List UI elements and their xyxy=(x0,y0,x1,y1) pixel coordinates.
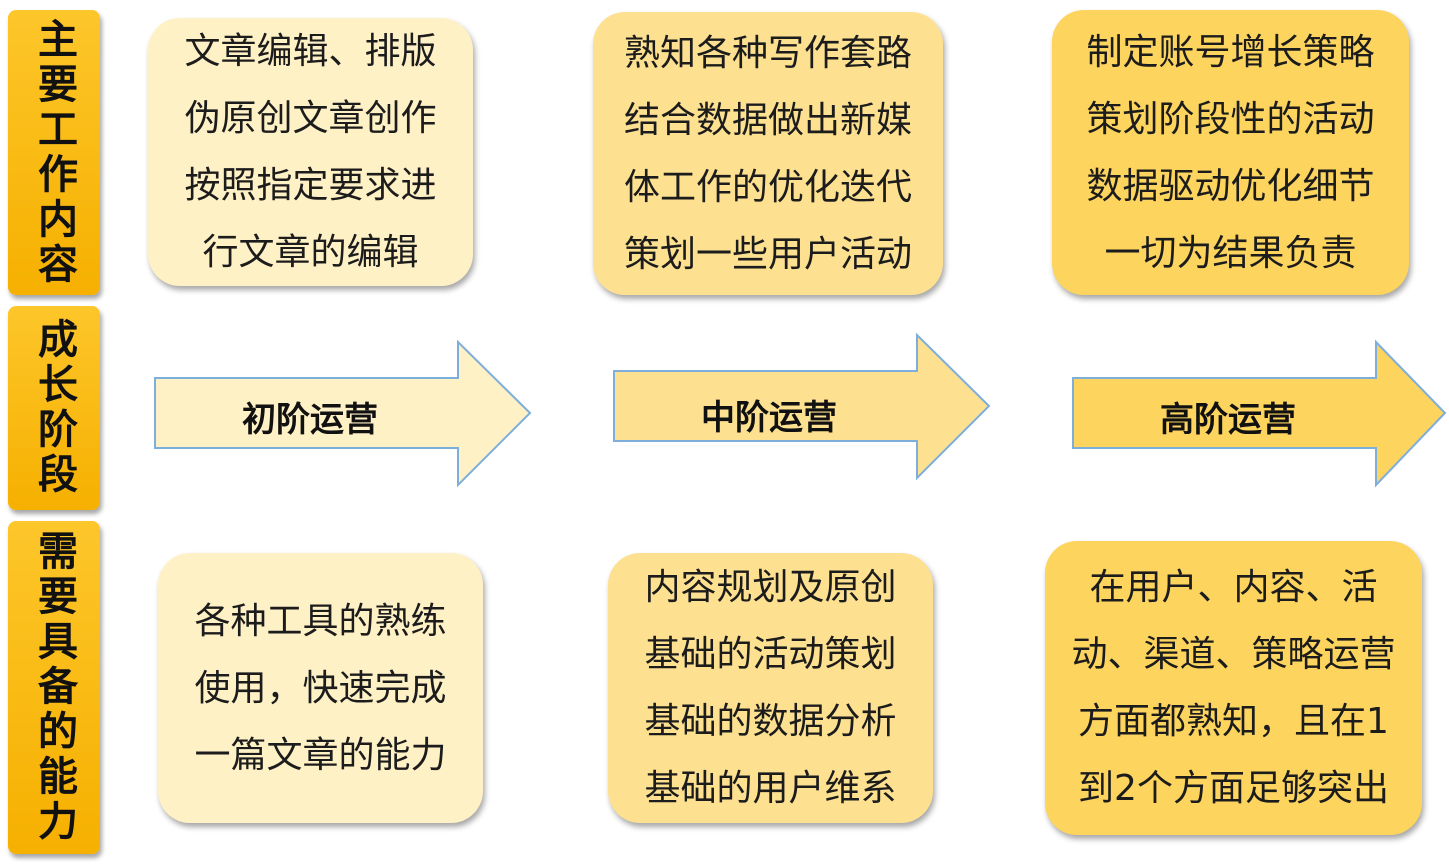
ability-line: 基础的用户维系 xyxy=(644,768,897,809)
work-line: 策划一些用户活动 xyxy=(623,233,912,275)
ability-line: 动、渠道、策略运营 xyxy=(1071,634,1396,675)
stage-arrow-junior xyxy=(154,339,532,488)
work-line: 数据驱动优化细节 xyxy=(1086,165,1375,207)
work-box-junior: 文章编辑、排版 伪原创文章创作 按照指定要求进 行文章的编辑 xyxy=(148,18,473,286)
row-label-growth-stage: 成长阶段 xyxy=(8,306,100,510)
work-box-intermediate: 熟知各种写作套路 结合数据做出新媒 体工作的优化迭代 策划一些用户活动 xyxy=(593,12,943,295)
row-label-main-work-text: 主要工作内容 xyxy=(31,17,77,288)
work-line: 行文章的编辑 xyxy=(202,232,419,273)
ability-line: 使用，快速完成 xyxy=(194,667,447,709)
row-label-growth-stage-text: 成长阶段 xyxy=(31,318,77,498)
work-line: 体工作的优化迭代 xyxy=(623,166,912,208)
ability-box-senior: 在用户、内容、活 动、渠道、策略运营 方面都熟知，且在1 到2个方面足够突出 xyxy=(1045,541,1422,835)
ability-line: 基础的活动策划 xyxy=(644,634,897,675)
stage-label-junior: 初阶运营 xyxy=(242,400,378,440)
work-line: 一切为结果负责 xyxy=(1104,232,1357,274)
ability-line: 在用户、内容、活 xyxy=(1089,567,1378,608)
ability-line: 各种工具的熟练 xyxy=(194,600,447,642)
ability-line: 一篇文章的能力 xyxy=(194,734,447,776)
stage-label-senior: 高阶运营 xyxy=(1160,400,1296,440)
work-line: 结合数据做出新媒 xyxy=(623,99,912,141)
ability-line: 基础的数据分析 xyxy=(644,701,897,742)
ability-box-intermediate: 内容规划及原创 基础的活动策划 基础的数据分析 基础的用户维系 xyxy=(608,553,933,823)
work-line: 伪原创文章创作 xyxy=(184,98,437,139)
ability-box-junior: 各种工具的熟练 使用，快速完成 一篇文章的能力 xyxy=(158,553,483,823)
row-label-abilities-text: 需要具备的能力 xyxy=(31,530,77,845)
work-box-senior: 制定账号增长策略 策划阶段性的活动 数据驱动优化细节 一切为结果负责 xyxy=(1052,10,1409,295)
work-line: 熟知各种写作套路 xyxy=(623,32,912,74)
work-line: 策划阶段性的活动 xyxy=(1086,98,1375,140)
stage-arrow-intermediate xyxy=(613,332,991,481)
work-line: 制定账号增长策略 xyxy=(1086,31,1375,73)
work-line: 按照指定要求进 xyxy=(184,165,437,206)
row-label-abilities: 需要具备的能力 xyxy=(8,521,100,854)
stage-label-intermediate: 中阶运营 xyxy=(701,398,837,438)
row-label-main-work: 主要工作内容 xyxy=(8,10,100,295)
stage-arrow-senior xyxy=(1072,339,1447,488)
ability-line: 内容规划及原创 xyxy=(644,567,897,608)
work-line: 文章编辑、排版 xyxy=(184,31,437,72)
ability-line: 方面都熟知，且在1 xyxy=(1078,701,1389,742)
ability-line: 到2个方面足够突出 xyxy=(1078,768,1389,809)
